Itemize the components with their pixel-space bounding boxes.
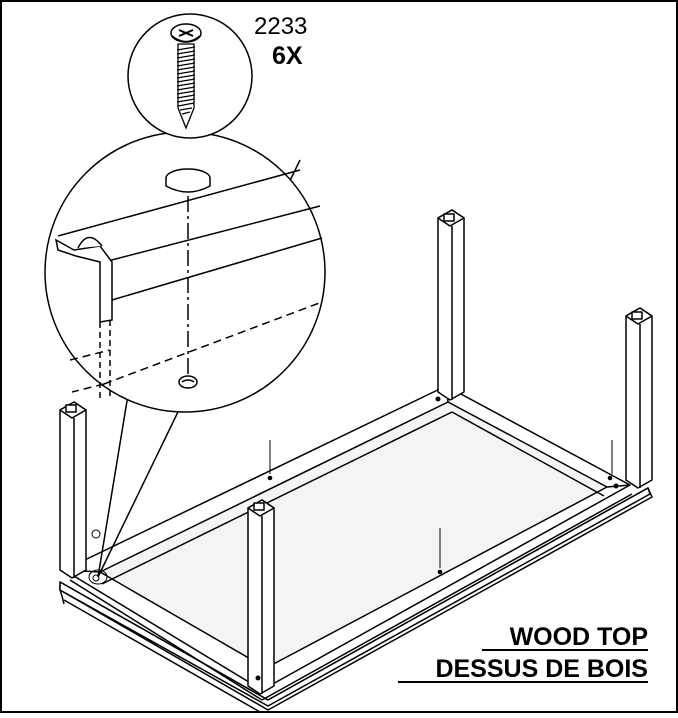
leg-back-right [625, 307, 653, 489]
hardware-quantity: 6X [272, 42, 303, 70]
leg-front-left [59, 401, 87, 579]
caption-line-2: DESSUS DE BOIS [435, 655, 648, 683]
hardware-callout: 2233 6X [127, 13, 307, 139]
leg-front-right [247, 499, 275, 695]
hardware-part-number: 2233 [254, 13, 307, 40]
detail-callout [44, 131, 326, 578]
table-assembly [59, 209, 653, 713]
caption-line-1: WOOD TOP [510, 623, 648, 651]
caption-block: WOOD TOP DESSUS DE BOIS [398, 623, 648, 683]
leg-back-left [437, 209, 465, 401]
